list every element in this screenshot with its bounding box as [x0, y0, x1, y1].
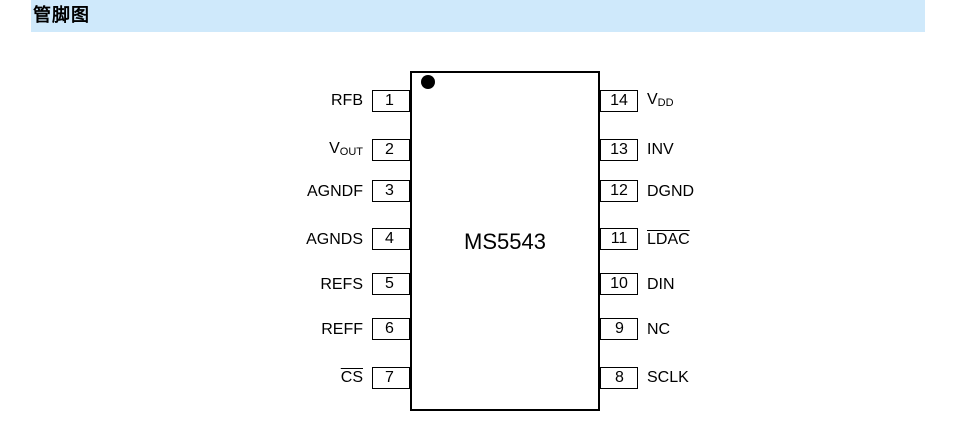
pin-2-box: 2	[372, 139, 410, 161]
pin-13-box: 13	[600, 139, 638, 161]
pin-6-box: 6	[372, 318, 410, 340]
pin-9-number: 9	[615, 320, 624, 337]
pin-11-box: 11	[600, 228, 638, 250]
pin-1-label: RFB	[331, 92, 363, 109]
pin-3-label: AGNDF	[307, 183, 363, 200]
pin1-indicator-dot	[421, 75, 435, 89]
pin-10-number: 10	[610, 275, 628, 292]
pin-10-label: DIN	[647, 276, 675, 293]
pin-13-label: INV	[647, 141, 674, 158]
pin-5-box: 5	[372, 273, 410, 295]
pin-3-number: 3	[385, 182, 394, 199]
pin-13-number: 13	[610, 141, 628, 158]
pin-4-number: 4	[385, 230, 394, 247]
chip-part-number: MS5543	[464, 229, 546, 254]
pin-4-label: AGNDS	[306, 231, 363, 248]
pin-4-box: 4	[372, 228, 410, 250]
section-header: 管脚图	[31, 0, 925, 32]
pin-1-number: 1	[385, 92, 394, 109]
pin-6-label: REFF	[321, 321, 363, 338]
pin-7-number: 7	[385, 369, 394, 386]
pin-8-number: 8	[615, 369, 624, 386]
pin-11-number: 11	[610, 230, 628, 247]
pin-8-box: 8	[600, 367, 638, 389]
pin-12-number: 12	[610, 182, 628, 199]
pin-12-box: 12	[600, 180, 638, 202]
pin-2-label: VOUT	[329, 140, 363, 158]
pin-14-label-subscript: DD	[657, 97, 674, 109]
pin-14-number: 14	[610, 92, 628, 109]
pin-1-box: 1	[372, 90, 410, 112]
pin-14-box: 14	[600, 90, 638, 112]
pin-8-label: SCLK	[647, 369, 689, 386]
pin-2-label-subscript: OUT	[339, 146, 363, 158]
pin-9-box: 9	[600, 318, 638, 340]
pin-11-label: LDAC	[647, 231, 690, 248]
pin-5-number: 5	[385, 275, 394, 292]
section-title: 管脚图	[33, 5, 90, 26]
pin-2-number: 2	[385, 141, 394, 158]
pin-6-number: 6	[385, 320, 394, 337]
pin-7-box: 7	[372, 367, 410, 389]
pin-7-label: CS	[340, 369, 363, 386]
pin-5-label: REFS	[320, 276, 363, 293]
pin-12-label: DGND	[647, 183, 695, 200]
pin-14-label: VDD	[647, 91, 674, 109]
pin-3-box: 3	[372, 180, 410, 202]
pin-10-box: 10	[600, 273, 638, 295]
pin-9-label: NC	[647, 321, 671, 338]
ic-package-body	[410, 71, 600, 411]
